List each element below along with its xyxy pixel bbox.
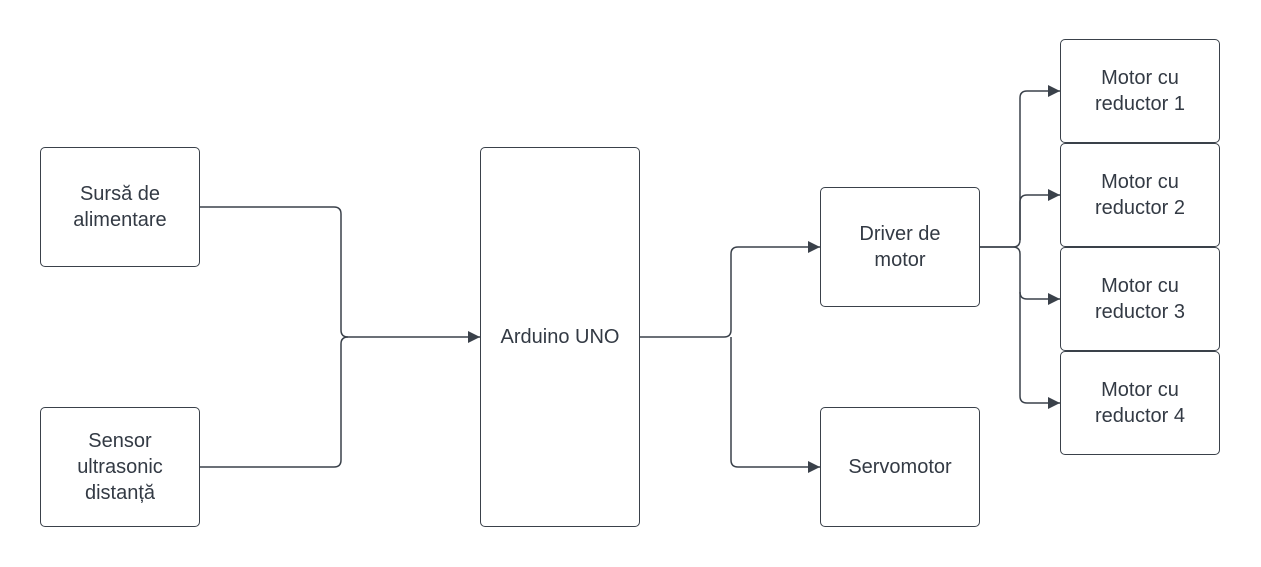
node-gear-motor-3-label: Motor cu reductor 3 [1094, 275, 1186, 323]
edge-arduino-to-servo [730, 337, 820, 473]
node-gear-motor-1: Motor cu reductor 1 [1060, 39, 1220, 143]
node-arduino-uno: Arduino UNO [480, 147, 640, 527]
node-gear-motor-4-label: Motor cu reductor 4 [1094, 379, 1186, 427]
node-ultrasonic-sensor: Sensor ultrasonic distanță [40, 407, 200, 527]
edge-driver-to-motor3 [980, 246, 1060, 305]
edge-driver-to-motor2 [1019, 189, 1060, 240]
node-servomotor-label: Servomotor [848, 456, 952, 478]
node-gear-motor-4: Motor cu reductor 4 [1060, 351, 1220, 455]
node-gear-motor-3: Motor cu reductor 3 [1060, 247, 1220, 351]
edge-power-to-arduino [200, 206, 480, 343]
node-ultrasonic-sensor-label: Sensor ultrasonic distanță [77, 430, 163, 504]
node-gear-motor-2-label: Motor cu reductor 2 [1094, 171, 1186, 219]
edge-arduino-to-driver [640, 241, 820, 338]
edge-sensor-to-arduino [200, 336, 349, 468]
node-motor-driver: Driver de motor [820, 187, 980, 307]
node-servomotor: Servomotor [820, 407, 980, 527]
node-gear-motor-2: Motor cu reductor 2 [1060, 143, 1220, 247]
node-power-supply-label: Sursă de alimentare [73, 183, 167, 231]
node-arduino-uno-label: Arduino UNO [500, 326, 620, 348]
node-gear-motor-1-label: Motor cu reductor 1 [1094, 67, 1186, 115]
node-power-supply: Sursă de alimentare [40, 147, 200, 267]
edge-driver-to-motor4 [1019, 292, 1060, 409]
node-motor-driver-label: Driver de motor [859, 223, 941, 271]
